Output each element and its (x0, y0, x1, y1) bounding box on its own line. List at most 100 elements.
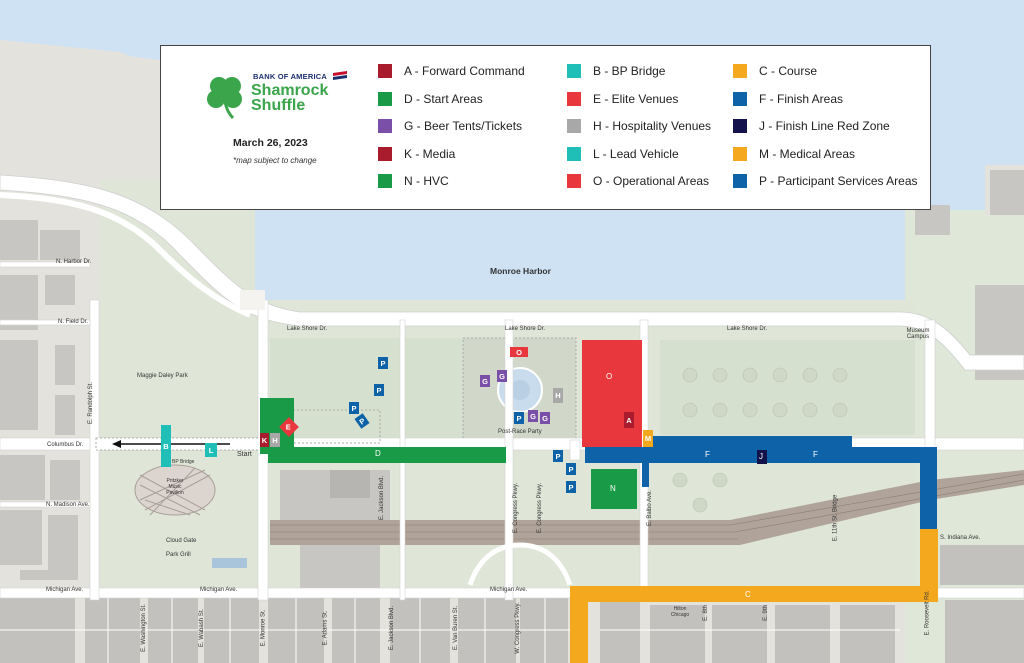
legend-item: F - Finish Areas (733, 91, 843, 107)
marker-g4: G (540, 412, 550, 424)
street-lake-shore-2: Lake Shore Dr. (505, 326, 546, 332)
legend-item: M - Medical Areas (733, 146, 855, 162)
marker-k: K (260, 433, 269, 447)
legend-label: A - Forward Command (404, 64, 525, 78)
legend-box: BANK OF AMERICA Shamrock Shuffle March 2… (160, 45, 931, 210)
start-arrow-head (112, 440, 121, 448)
marker-p7: P (566, 463, 576, 475)
sponsor-name: BANK OF AMERICA (253, 72, 327, 81)
street-roosevelt: E. Roosevelt Rd. (924, 590, 931, 636)
zone-f-label-2: F (813, 450, 818, 459)
street-harbor-dr: N. Harbor Dr. (56, 259, 92, 265)
legend-swatch (733, 92, 747, 106)
event-title: Shamrock Shuffle (251, 82, 329, 114)
street-jackson-2: E. Jackson Blvd. (379, 475, 386, 521)
legend-item: L - Lead Vehicle (567, 146, 679, 162)
legend-item: N - HVC (378, 173, 449, 189)
park-grill-label: Park Grill (166, 552, 191, 558)
legend-label: J - Finish Line Red Zone (759, 119, 890, 133)
legend-label: K - Media (404, 147, 456, 161)
legend-swatch (378, 64, 392, 78)
legend-item: A - Forward Command (378, 63, 525, 79)
legend-swatch (567, 174, 581, 188)
street-columbus: Columbus Dr. (47, 442, 84, 448)
legend-swatch (567, 119, 581, 133)
marker-o: O (510, 347, 528, 357)
legend-swatch (733, 147, 747, 161)
street-8th: E. 8th (702, 605, 709, 621)
legend-swatch (378, 147, 392, 161)
street-madison: N. Madison Ave. (46, 502, 90, 508)
marker-p3: P (349, 402, 359, 414)
street-adams: E. Adams St. (322, 610, 329, 646)
zone-n-label: N (610, 484, 616, 493)
legend-swatch (733, 119, 747, 133)
legend-label: L - Lead Vehicle (593, 147, 679, 161)
legend-label: O - Operational Areas (593, 174, 710, 188)
marker-p1: P (378, 357, 388, 369)
zone-o-operational: O (582, 340, 642, 447)
legend-label: F - Finish Areas (759, 92, 844, 106)
legend-swatch (733, 64, 747, 78)
zone-d-label: D (375, 449, 381, 458)
legend-swatch (567, 147, 581, 161)
marker-p5: P (514, 412, 524, 424)
pritzker-label: Pritzker Music Pavilion (166, 478, 184, 496)
railway (270, 470, 1024, 545)
marker-p8: P (566, 481, 576, 493)
legend-item: D - Start Areas (378, 91, 483, 107)
street-lake-shore-3: Lake Shore Dr. (727, 326, 768, 332)
street-congress-1: W. Congress Pkwy. (514, 602, 521, 654)
legend-label: C - Course (759, 64, 818, 78)
marker-h2: H (553, 388, 563, 403)
street-congress-3: E. Congress Pkwy. (537, 482, 544, 534)
zone-f-east (920, 447, 937, 529)
marker-b: B (161, 425, 171, 467)
street-indiana: S. Indiana Ave. (940, 535, 981, 541)
street-jackson: E. Jackson Blvd. (389, 605, 396, 651)
legend-label: D - Start Areas (404, 92, 483, 106)
street-field-dr: N. Field Dr. (58, 319, 89, 325)
maggie-daley-label: Maggie Daley Park (137, 373, 188, 379)
marker-g3: G (528, 410, 538, 422)
post-race-party-label: Post-Race Party (498, 429, 542, 435)
flag-logo-icon (333, 71, 347, 80)
lake-shore-drive (0, 174, 1024, 371)
marker-p2: P (374, 384, 384, 396)
map-disclaimer: *map subject to change (233, 156, 317, 165)
zone-j-red-zone: J (757, 450, 767, 464)
zone-d-start-area: D (268, 447, 506, 463)
marker-h: H (270, 433, 280, 447)
marker-g2: G (497, 370, 507, 382)
pritzker-lattice (134, 464, 216, 516)
marker-m: M (643, 430, 653, 447)
marker-g1: G (480, 375, 490, 387)
street-michigan-1: Michigan Ave. (46, 587, 84, 593)
monroe-harbor-label: Monroe Harbor (490, 266, 551, 276)
street-11th: E. 11th St. Bridge (832, 494, 839, 542)
legend-item: H - Hospitality Venues (567, 118, 711, 134)
museum-campus-label: Museum Campus (906, 328, 930, 340)
legend-item: G - Beer Tents/Tickets (378, 118, 522, 134)
street-congress-2: E. Congress Pkwy. (513, 482, 520, 534)
legend-swatch (378, 119, 392, 133)
event-date: March 26, 2023 (233, 137, 308, 149)
zone-c-course: C (570, 586, 938, 602)
hilton-label: Hilton Chicago (670, 606, 690, 618)
legend-item: B - BP Bridge (567, 63, 665, 79)
legend-item: J - Finish Line Red Zone (733, 118, 890, 134)
legend-label: B - BP Bridge (593, 64, 666, 78)
zone-n-hvc: N (591, 469, 637, 509)
street-randolph: E. Randolph St. (88, 381, 95, 425)
legend-swatch (567, 92, 581, 106)
street-wabash: E. Wabash St. (199, 608, 206, 648)
legend-label: M - Medical Areas (759, 147, 856, 161)
bp-bridge-label: BP Bridge (172, 459, 195, 465)
shamrock-logo-icon (207, 77, 242, 120)
legend-item: E - Elite Venues (567, 91, 678, 107)
street-michigan-2: Michigan Ave. (200, 587, 238, 593)
legend-item: C - Course (733, 63, 817, 79)
zone-o-label: O (606, 372, 613, 381)
marker-p6: P (553, 450, 563, 462)
street-washington: E. Washington St. (140, 604, 147, 652)
